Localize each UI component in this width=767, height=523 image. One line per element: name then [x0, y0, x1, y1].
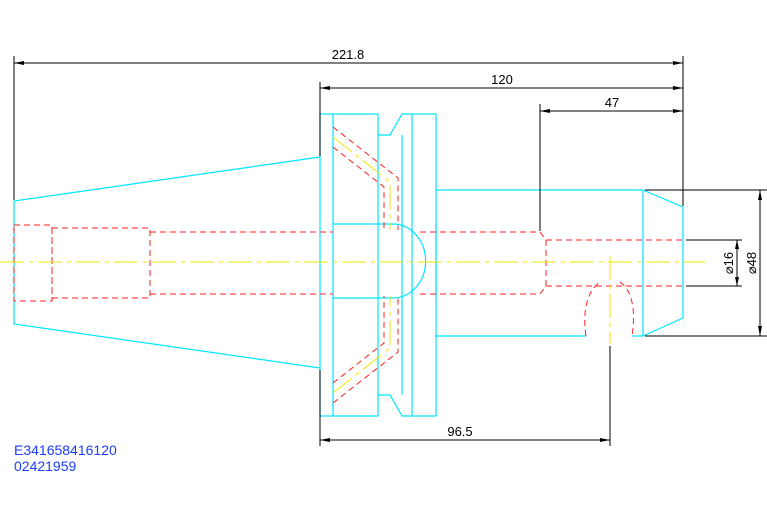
- dim-nose-length: 47: [605, 95, 619, 110]
- center-lines: [0, 136, 705, 394]
- v-groove-bottom: [333, 394, 412, 417]
- arrow-96-right: [600, 438, 610, 442]
- arrow-d48-bottom: [758, 326, 762, 336]
- dim-flange-to-end: 120: [491, 72, 513, 87]
- dim-nose-diameter: ⌀48: [744, 252, 759, 274]
- part-number: E341658416120: [14, 442, 117, 458]
- flange-diag-bottom-2: [332, 296, 385, 384]
- flange-right-block: [411, 113, 437, 417]
- arrow-120-left: [320, 86, 330, 90]
- arrow-96-left: [320, 438, 330, 442]
- dimensions: 221.8 120 47 96.5 ⌀16 ⌀48: [13, 47, 767, 446]
- dim-bore-diameter: ⌀16: [721, 252, 736, 274]
- flange-left-block: [319, 113, 334, 417]
- arrow-47-right: [673, 109, 683, 113]
- nose-end: [642, 189, 684, 337]
- cross-hole: [584, 281, 634, 337]
- flange-diag-top-2: [332, 146, 385, 230]
- arrow-d16-bottom: [735, 277, 739, 286]
- drawbar-pocket: [333, 223, 427, 299]
- shank-bore: [51, 227, 151, 299]
- arrow-d16-top: [735, 240, 739, 249]
- flange-diag-bottom: [332, 296, 399, 404]
- dim-gauge-to-cross-hole: 96.5: [447, 424, 472, 439]
- hidden-lines: [13, 126, 683, 404]
- shank-bore-entry: [13, 224, 53, 302]
- arrow-47-left: [540, 109, 550, 113]
- arrow-d48-top: [758, 190, 762, 200]
- flange-ctr-top: [332, 136, 391, 230]
- flange-diag-top: [332, 126, 399, 230]
- v-groove-top: [333, 113, 412, 136]
- part-code: 02421959: [14, 458, 77, 474]
- arrow-120-right: [673, 86, 683, 90]
- flange-ctr-bottom: [332, 296, 391, 394]
- arrow-overall-left: [14, 61, 24, 65]
- arrow-overall-right: [673, 61, 683, 65]
- bore-step: [539, 231, 547, 295]
- dim-overall-length: 221.8: [332, 47, 365, 62]
- part-outline: [13, 113, 684, 417]
